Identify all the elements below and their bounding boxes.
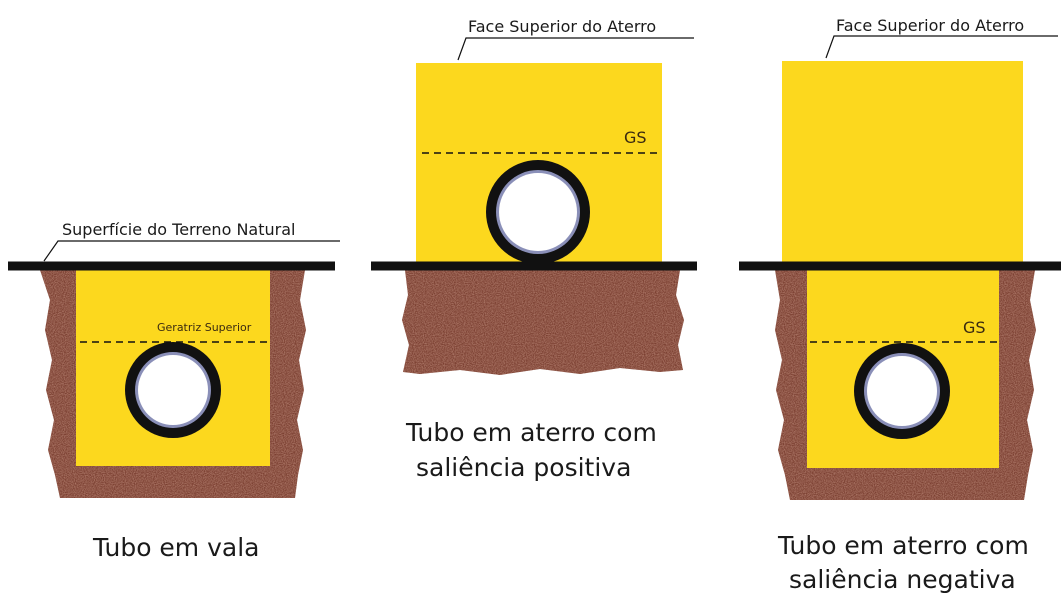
pipe — [125, 342, 221, 438]
surface-leader-line — [43, 240, 340, 262]
caption-trench: Tubo em vala — [92, 533, 260, 562]
caption-positive-line1: Tubo em aterro com — [405, 418, 657, 447]
surface-label: Superfície do Terreno Natural — [62, 220, 295, 239]
embankment-leader-line — [825, 35, 1058, 59]
caption-negative-line2: saliência negativa — [789, 565, 1016, 594]
caption-positive-line2: saliência positiva — [416, 453, 631, 482]
gs-label: GS — [624, 128, 647, 147]
caption-negative-line1: Tubo em aterro com — [777, 531, 1029, 560]
panel-negative-projection: Face Superior do Aterro GS Tubo em aterr… — [739, 16, 1061, 594]
generatrix-label: Geratriz Superior — [157, 321, 252, 334]
embankment-leader-line — [457, 37, 694, 61]
panel-trench: Superfície do Terreno Natural Geratriz S… — [8, 220, 340, 562]
pipe — [486, 160, 590, 264]
pipe — [854, 343, 950, 439]
embankment-label: Face Superior do Aterro — [468, 17, 656, 36]
gs-label: GS — [963, 318, 986, 337]
panel-positive-projection: Face Superior do Aterro GS Tubo em aterr… — [371, 17, 697, 482]
embankment-label: Face Superior do Aterro — [836, 16, 1024, 35]
embankment-fill — [782, 61, 1023, 265]
soil-texture — [402, 270, 684, 375]
